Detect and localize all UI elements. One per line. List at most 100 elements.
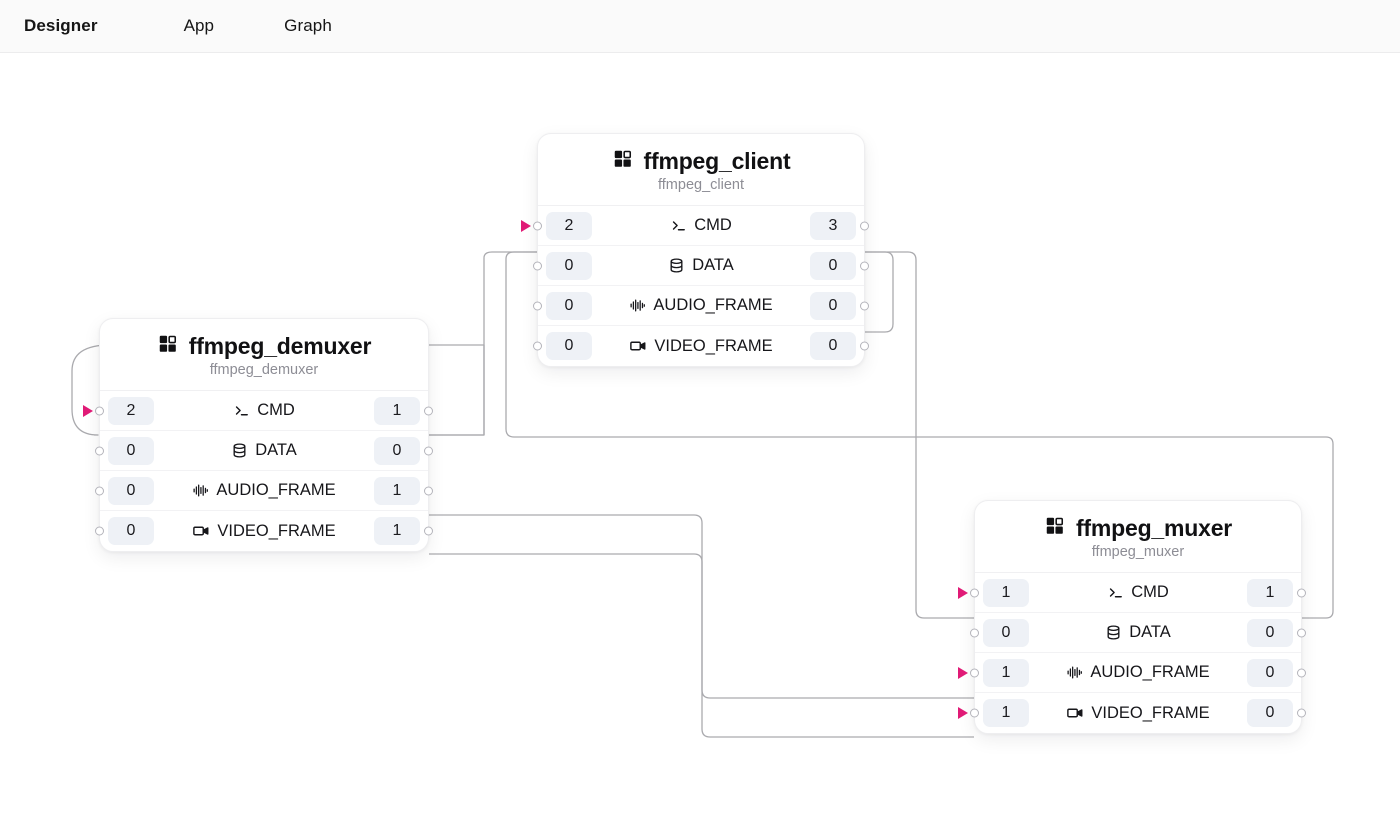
- node-port-rows: 2 CMD 3 0: [521, 206, 869, 366]
- output-handle-audio-frame[interactable]: [860, 301, 869, 310]
- terminal-icon: [1107, 584, 1124, 601]
- input-handle-cmd[interactable]: [95, 406, 104, 415]
- node-header: ffmpeg_demuxer ffmpeg_demuxer: [100, 319, 428, 391]
- input-count-data: 0: [983, 618, 1029, 647]
- output-count-video-frame: 0: [1247, 699, 1293, 727]
- edge-client-cmd-to-muxer-cmd: [865, 251, 974, 619]
- input-arrow-icon: [521, 219, 531, 232]
- port-label-audio-frame: AUDIO_FRAME: [1029, 663, 1247, 682]
- output-count-cmd: 3: [810, 211, 856, 240]
- output-count-audio-frame: 1: [374, 476, 420, 505]
- tab-app[interactable]: App: [183, 16, 215, 35]
- audio-wave-icon: [1066, 664, 1083, 681]
- blocks-icon: [612, 148, 634, 175]
- output-handle-video-frame[interactable]: [424, 526, 433, 536]
- output-handle-data[interactable]: [860, 261, 869, 270]
- output-count-video-frame: 0: [810, 332, 856, 360]
- port-row-data[interactable]: 0 DATA 0: [533, 246, 869, 286]
- port-label-video-frame: VIDEO_FRAME: [154, 522, 374, 541]
- port-row-video-frame[interactable]: 1 VIDEO_FRAME 0: [958, 693, 1306, 733]
- output-handle-cmd[interactable]: [424, 406, 433, 415]
- output-handle-video-frame[interactable]: [1297, 708, 1306, 718]
- input-handle-cmd[interactable]: [533, 221, 542, 230]
- port-row-data[interactable]: 0 DATA 0: [95, 431, 433, 471]
- audio-wave-icon: [192, 482, 209, 499]
- node-subtitle: ffmpeg_client: [658, 177, 744, 193]
- node-ffmpeg-client[interactable]: ffmpeg_client ffmpeg_client 2 CMD 3: [521, 133, 869, 367]
- edge-demuxer-cmd-to-client-cmd: [429, 251, 537, 436]
- input-count-audio-frame: 1: [983, 658, 1029, 687]
- input-count-video-frame: 0: [108, 517, 154, 545]
- port-label-audio-frame: AUDIO_FRAME: [154, 481, 374, 500]
- input-count-audio-frame: 0: [108, 476, 154, 505]
- port-name: DATA: [692, 256, 734, 274]
- port-row-cmd[interactable]: 1 CMD 1: [958, 573, 1306, 613]
- input-handle-cmd[interactable]: [970, 588, 979, 597]
- edge-demuxer-video-to-muxer-video: [429, 553, 974, 738]
- input-count-video-frame: 0: [546, 332, 592, 360]
- output-handle-audio-frame[interactable]: [424, 486, 433, 495]
- output-handle-data[interactable]: [1297, 628, 1306, 637]
- input-arrow-icon: [958, 666, 968, 679]
- port-label-cmd: CMD: [592, 216, 810, 235]
- input-handle-video-frame[interactable]: [970, 708, 979, 718]
- video-camera-icon: [1066, 704, 1084, 722]
- input-handle-data[interactable]: [95, 446, 104, 455]
- output-count-video-frame: 1: [374, 517, 420, 545]
- output-handle-cmd[interactable]: [860, 221, 869, 230]
- port-name: CMD: [694, 216, 732, 234]
- input-handle-audio-frame[interactable]: [970, 668, 979, 677]
- port-name: AUDIO_FRAME: [1090, 663, 1210, 681]
- terminal-icon: [670, 217, 687, 234]
- output-handle-data[interactable]: [424, 446, 433, 455]
- node-title: ffmpeg_muxer: [1075, 515, 1233, 541]
- input-handle-video-frame[interactable]: [95, 526, 104, 536]
- graph-canvas[interactable]: ffmpeg_client ffmpeg_client 2 CMD 3: [0, 53, 1400, 825]
- port-row-video-frame[interactable]: 0 VIDEO_FRAME 0: [533, 326, 869, 366]
- port-row-audio-frame[interactable]: 1 AUDIO_FRAME 0: [958, 653, 1306, 693]
- input-handle-video-frame[interactable]: [533, 341, 542, 351]
- node-title: ffmpeg_client: [643, 148, 791, 174]
- port-row-audio-frame[interactable]: 0 AUDIO_FRAME 1: [95, 471, 433, 511]
- input-arrow-icon: [83, 404, 93, 417]
- port-row-data[interactable]: 0 DATA 0: [970, 613, 1306, 653]
- output-count-cmd: 1: [374, 396, 420, 425]
- output-count-audio-frame: 0: [810, 291, 856, 320]
- input-handle-data[interactable]: [533, 261, 542, 270]
- tab-graph[interactable]: Graph: [284, 16, 332, 35]
- output-handle-audio-frame[interactable]: [1297, 668, 1306, 677]
- input-count-data: 0: [546, 251, 592, 280]
- input-count-cmd: 1: [983, 578, 1029, 607]
- node-port-rows: 2 CMD 1 0: [83, 391, 433, 551]
- input-count-video-frame: 1: [983, 699, 1029, 727]
- port-row-video-frame[interactable]: 0 VIDEO_FRAME 1: [95, 511, 433, 551]
- input-arrow-icon: [958, 707, 968, 719]
- node-header: ffmpeg_client ffmpeg_client: [538, 134, 864, 206]
- port-label-data: DATA: [592, 256, 810, 275]
- port-row-cmd[interactable]: 2 CMD 3: [521, 206, 869, 246]
- input-arrow-icon: [958, 586, 968, 599]
- output-count-data: 0: [1247, 618, 1293, 647]
- output-handle-video-frame[interactable]: [860, 341, 869, 351]
- port-label-audio-frame: AUDIO_FRAME: [592, 296, 810, 315]
- node-title: ffmpeg_demuxer: [188, 333, 372, 359]
- port-row-audio-frame[interactable]: 0 AUDIO_FRAME 0: [533, 286, 869, 326]
- port-name: DATA: [255, 441, 297, 459]
- port-label-video-frame: VIDEO_FRAME: [1029, 704, 1247, 723]
- output-count-audio-frame: 0: [1247, 658, 1293, 687]
- output-handle-cmd[interactable]: [1297, 588, 1306, 597]
- output-count-data: 0: [810, 251, 856, 280]
- port-name: DATA: [1129, 623, 1171, 641]
- input-handle-audio-frame[interactable]: [533, 301, 542, 310]
- node-ffmpeg-muxer[interactable]: ffmpeg_muxer ffmpeg_muxer 1 CMD 1: [958, 500, 1306, 734]
- port-label-data: DATA: [1029, 623, 1247, 642]
- node-ffmpeg-demuxer[interactable]: ffmpeg_demuxer ffmpeg_demuxer 2 CMD 1: [83, 318, 433, 552]
- tab-designer[interactable]: Designer: [24, 16, 98, 35]
- terminal-icon: [233, 402, 250, 419]
- input-handle-audio-frame[interactable]: [95, 486, 104, 495]
- output-count-cmd: 1: [1247, 578, 1293, 607]
- node-port-rows: 1 CMD 1 0: [958, 573, 1306, 733]
- port-row-cmd[interactable]: 2 CMD 1: [83, 391, 433, 431]
- input-handle-data[interactable]: [970, 628, 979, 637]
- port-label-cmd: CMD: [154, 401, 374, 420]
